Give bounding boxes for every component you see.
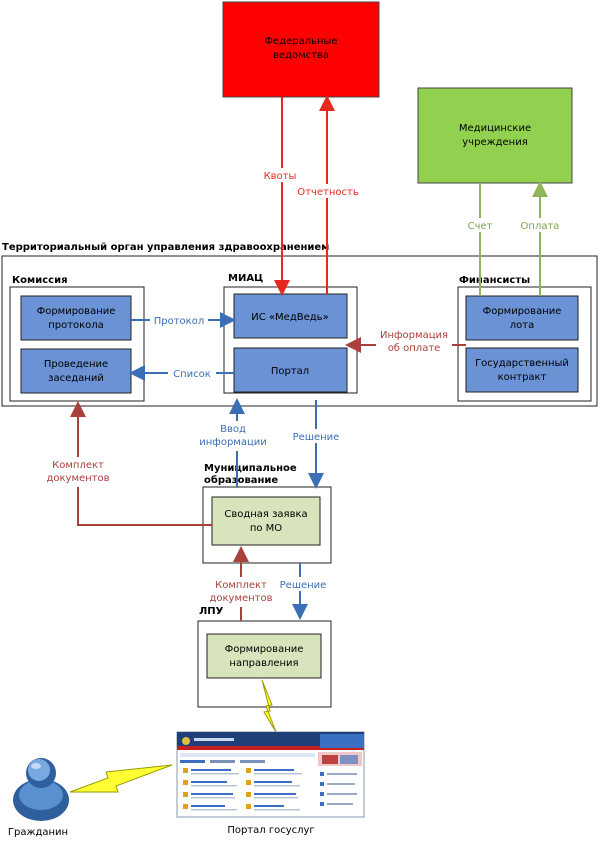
- edge-input-info-label-1: Ввод: [220, 424, 246, 435]
- lightning-citizen-portal: [69, 764, 173, 793]
- referral-forming-label-1: Формирование: [225, 644, 304, 655]
- federal-label-1: Федеральные: [264, 36, 337, 47]
- citizen-caption: Гражданин: [8, 827, 68, 838]
- edge-reporting-label: Отчетность: [297, 187, 359, 198]
- edge-list-label: Список: [173, 369, 211, 380]
- medical-box: [417, 87, 573, 184]
- protocol-forming-label-2: протокола: [48, 320, 104, 331]
- edge-invoice-label: Счет: [468, 221, 493, 232]
- summary-request-node: [211, 496, 321, 546]
- financiers-title: Финансисты: [459, 275, 530, 286]
- edge-decision-bottom-label: Решение: [280, 580, 327, 591]
- gosuslugi-caption: Портал госуслуг: [227, 825, 314, 836]
- edge-docs-left-label-1: Комплект: [52, 460, 104, 471]
- municipal-title-1: Муниципальное: [204, 463, 297, 474]
- lpu-title: ЛПУ: [199, 606, 224, 617]
- edge-protocol-label: Протокол: [154, 316, 204, 327]
- meetings-label-2: заседаний: [48, 373, 104, 384]
- citizen-person-icon: [13, 758, 69, 821]
- medved-node: [233, 293, 348, 339]
- municipal-title-2: образование: [204, 474, 278, 486]
- commission-title: Комиссия: [12, 275, 68, 286]
- edge-payment-info-label-1: Информация: [380, 330, 448, 341]
- referral-forming-node: [206, 633, 322, 679]
- medved-label: ИС «МедВедь»: [251, 312, 328, 323]
- medical-label-1: Медицинские: [459, 123, 531, 134]
- medical-label-2: учреждения: [462, 137, 527, 148]
- summary-request-label-2: по МО: [250, 523, 282, 534]
- state-contract-label-1: Государственный: [475, 358, 569, 369]
- summary-request-label-1: Сводная заявка: [224, 509, 307, 520]
- lot-forming-label-1: Формирование: [483, 306, 562, 317]
- edge-decision-top-label: Решение: [293, 432, 340, 443]
- federal-label-2: ведомства: [273, 50, 329, 61]
- edge-docs-left-label-2: документов: [46, 473, 109, 484]
- federal-box: [222, 1, 380, 98]
- state-contract-label-2: контракт: [498, 372, 547, 383]
- state-contract-node: [465, 347, 579, 393]
- gosuslugi-portal-thumbnail: [176, 731, 365, 818]
- protocol-forming-label-1: Формирование: [37, 306, 116, 317]
- portal-node: [233, 347, 348, 393]
- edge-quotas-label: Квоты: [264, 171, 297, 182]
- protocol-forming-node: [20, 295, 132, 341]
- lot-forming-node: [465, 295, 579, 341]
- miac-title: МИАЦ: [228, 273, 263, 284]
- edge-docs-left: [70, 401, 212, 526]
- edge-docs-mid-label-1: Комплект: [215, 580, 267, 591]
- edge-payment-info-label-2: об оплате: [388, 343, 441, 354]
- referral-forming-label-2: направления: [229, 658, 298, 669]
- portal-label: Портал: [271, 366, 309, 377]
- edge-payment-label: Оплата: [521, 221, 560, 232]
- meetings-label-1: Проведение: [44, 359, 108, 370]
- lot-forming-label-2: лота: [510, 320, 534, 331]
- edge-input-info-label-2: информации: [199, 437, 267, 448]
- territorial-title: Территориальный орган управления здравоо…: [2, 242, 329, 253]
- meetings-node: [20, 348, 132, 394]
- edge-docs-mid-label-2: документов: [209, 593, 272, 604]
